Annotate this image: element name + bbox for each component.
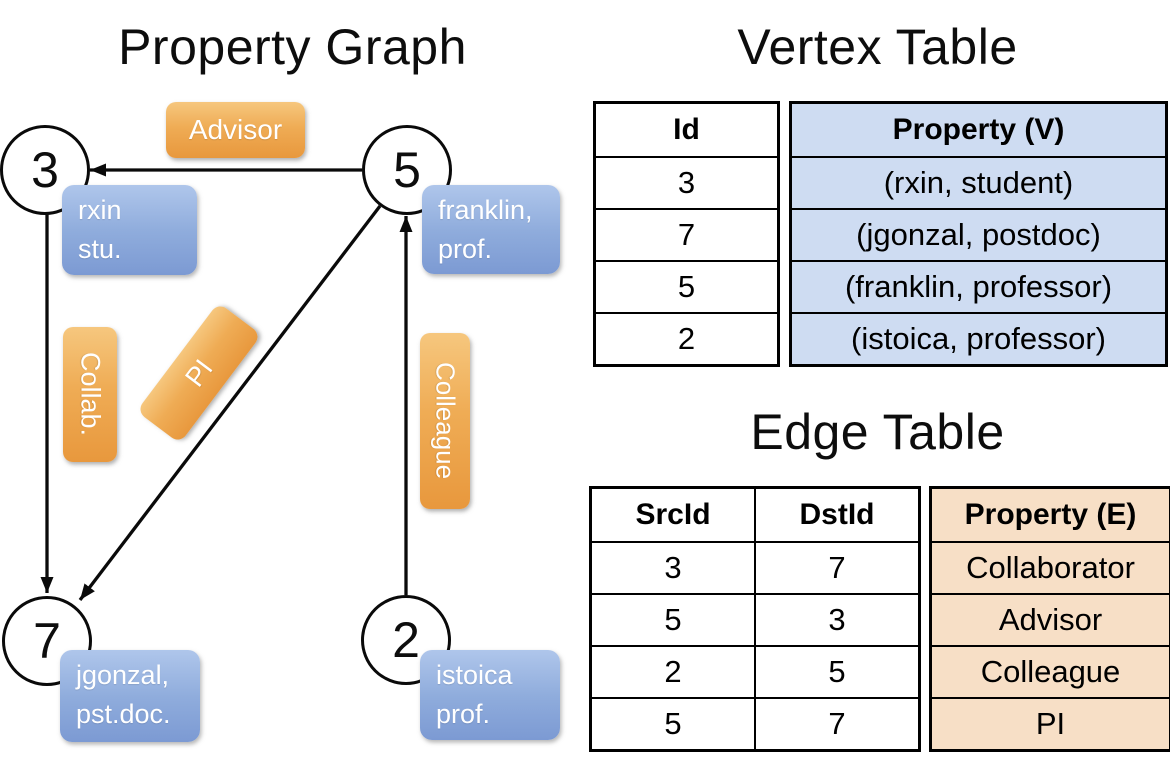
vertex-property-box-7: jgonzal, pst.doc.: [60, 650, 200, 742]
vertex-id: 7: [33, 613, 61, 669]
table-header-row: SrcId DstId: [592, 489, 918, 541]
table-row: Advisor: [932, 593, 1169, 645]
table-header-row: Property (E): [932, 489, 1169, 541]
edge-label-text: PI: [178, 353, 219, 392]
edge-label-advisor: Advisor: [166, 102, 305, 158]
vertex-id: 3: [31, 142, 59, 198]
edge-srcid-header: SrcId: [635, 498, 711, 531]
table-row: Collaborator: [932, 541, 1169, 593]
vertex-id-header: Id: [673, 113, 700, 146]
edge-property-cell: Collaborator: [966, 550, 1135, 585]
edge-label-text: Colleague: [430, 362, 461, 480]
edge-label-text: Advisor: [188, 114, 283, 145]
edge-label-colleague: Colleague: [420, 333, 470, 509]
vertex-property-line: istoica: [436, 660, 513, 690]
table-row: 2: [596, 312, 777, 364]
property-graph-title: Property Graph: [118, 19, 467, 75]
vertex-id-cell: 7: [677, 217, 696, 252]
table-header-row: Id: [596, 104, 777, 156]
edge-label-collab: Collab.: [63, 327, 117, 462]
edge-property-cell: Advisor: [998, 602, 1103, 637]
vertex-id-cell: 5: [677, 269, 696, 304]
vertex-property-line: jgonzal,: [76, 660, 170, 690]
table-row: 5: [596, 260, 777, 312]
edge-srcid-cell: 5: [664, 706, 682, 741]
vertex-property-cell: (istoica, professor): [851, 321, 1106, 356]
vertex-id: 5: [393, 142, 421, 198]
edge-table-srcdst-columns: SrcId DstId 3 7 5 3 2 5 5 7: [589, 486, 921, 752]
edge-table: SrcId DstId 3 7 5 3 2 5 5 7 Property (E): [589, 486, 1170, 752]
edge-property-cell: Colleague: [980, 654, 1121, 689]
vertex-id-cell: 2: [677, 321, 696, 356]
vertex-property-header: Property (V): [892, 113, 1065, 146]
vertex-property-box-2: istoica prof.: [420, 650, 560, 740]
vertex-property-line: pst.doc.: [76, 699, 171, 729]
edge-srcid-cell: 5: [664, 602, 682, 637]
graph-edges-svg: [40, 163, 413, 601]
edge-arrow-5-to-7: [78, 205, 382, 601]
table-row: Colleague: [932, 645, 1169, 697]
table-row: 2 5: [592, 645, 918, 697]
table-row: (istoica, professor): [792, 312, 1165, 364]
vertex-node-5: 5: [362, 125, 452, 215]
table-row: 3 7: [592, 541, 918, 593]
edge-label-text: Collab.: [75, 352, 106, 437]
edge-srcid-cell: 2: [664, 654, 682, 689]
edge-dstid-header: DstId: [754, 489, 918, 541]
edge-property-header: Property (E): [964, 498, 1137, 531]
vertex-table-title: Vertex Table: [737, 19, 1018, 75]
table-row: (rxin, student): [792, 156, 1165, 208]
vertex-property-box-3: rxin stu.: [62, 185, 197, 275]
table-row: PI: [932, 697, 1169, 749]
vertex-id-cell: 3: [677, 165, 696, 200]
edge-property-cell: PI: [1035, 706, 1066, 741]
vertex-table-property-column: Property (V) (rxin, student) (jgonzal, p…: [789, 101, 1168, 367]
edge-dstid-cell: 7: [754, 699, 918, 749]
vertex-property-line: rxin: [78, 195, 122, 225]
table-row: 5 3: [592, 593, 918, 645]
table-row: 7: [596, 208, 777, 260]
vertex-property-cell: (rxin, student): [883, 165, 1074, 200]
table-row: (jgonzal, postdoc): [792, 208, 1165, 260]
table-row: 5 7: [592, 697, 918, 749]
edge-table-property-column: Property (E) Collaborator Advisor Collea…: [929, 486, 1170, 752]
vertex-property-cell: (franklin, professor): [844, 269, 1113, 304]
vertex-property-line: franklin,: [438, 195, 533, 225]
table-row: (franklin, professor): [792, 260, 1165, 312]
vertex-table-id-column: Id 3 7 5 2: [593, 101, 780, 367]
vertex-property-line: stu.: [78, 234, 122, 264]
table-header-row: Property (V): [792, 104, 1165, 156]
vertex-property-box-5: franklin, prof.: [422, 185, 560, 274]
vertex-id: 2: [392, 612, 420, 668]
vertex-node-2: 2: [361, 595, 451, 685]
vertex-property-line: prof.: [438, 234, 493, 264]
edge-dstid-cell: 3: [754, 595, 918, 645]
vertex-property-line: prof.: [436, 699, 491, 729]
edge-dstid-cell: 7: [754, 543, 918, 593]
vertex-table: Id 3 7 5 2 Property (V) (rxin, student): [593, 101, 1168, 367]
table-row: 3: [596, 156, 777, 208]
edge-table-title: Edge Table: [750, 404, 1005, 460]
edge-srcid-cell: 3: [664, 550, 682, 585]
edge-dstid-cell: 5: [754, 647, 918, 697]
vertex-property-cell: (jgonzal, postdoc): [856, 217, 1101, 252]
